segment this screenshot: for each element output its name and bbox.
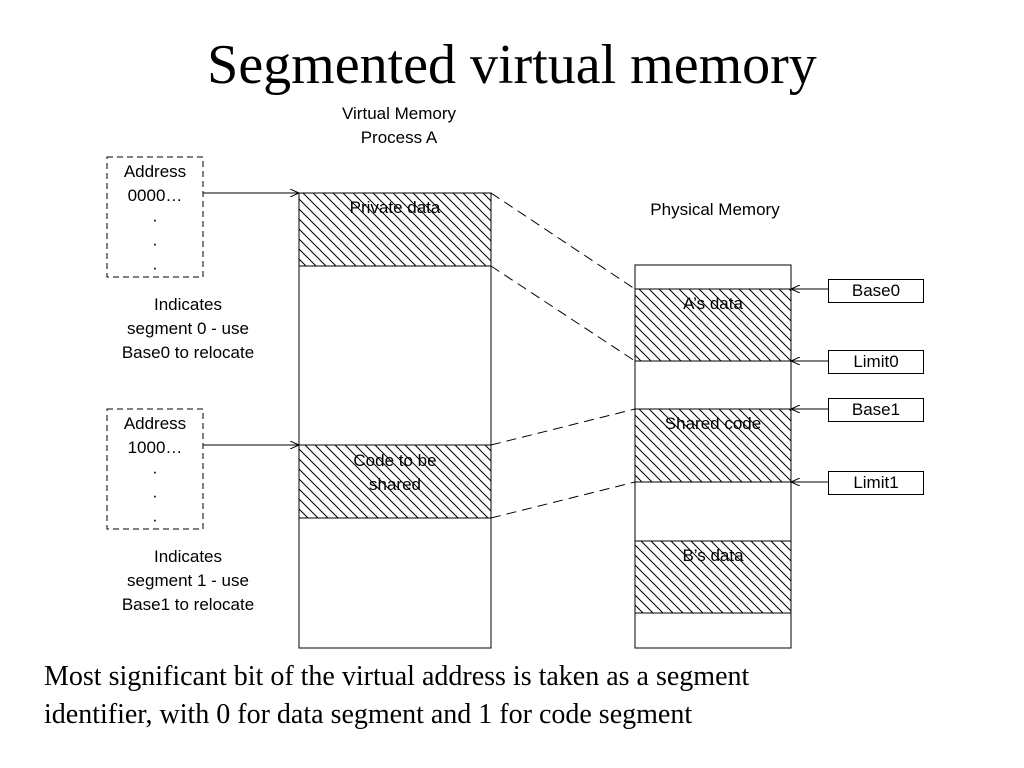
address-segment1-dot3: ·	[152, 510, 158, 529]
virtual-memory-heading-line2: Process A	[360, 128, 438, 147]
address-box-segment0	[106, 156, 204, 278]
caption-line1: Most significant bit of the virtual addr…	[44, 661, 750, 692]
address-box-segment1	[106, 408, 204, 530]
pm-a-data-label: A’s data	[683, 294, 743, 313]
pm-a-data-segment	[634, 288, 792, 362]
address-segment0-dot3: ·	[152, 258, 158, 277]
address-segment1-line2: 1000…	[127, 438, 183, 457]
address-segment0: Address 0000… · · ·	[107, 160, 203, 280]
address-segment1: Address 1000… · · ·	[107, 412, 203, 532]
address-segment1-dot2: ·	[152, 486, 158, 505]
segment0-note-line2: segment 0 - use	[127, 319, 249, 338]
caption: Most significant bit of the virtual addr…	[44, 658, 984, 734]
vm-shared-code-segment	[298, 444, 492, 519]
virtual-memory-column	[298, 192, 492, 649]
segment1-note-line2: segment 1 - use	[127, 571, 249, 590]
address-segment1-dot1: ·	[152, 462, 158, 481]
segment0-note: Indicates segment 0 - use Base0 to reloc…	[95, 293, 281, 365]
pm-b-data-label: B’s data	[682, 546, 744, 565]
vm-shared-code-label: Code to be shared	[299, 449, 491, 497]
segment1-note-line1: Indicates	[153, 547, 223, 566]
physical-memory-heading: Physical Memory	[650, 200, 780, 219]
base0-register: Base0	[828, 279, 924, 303]
pm-shared-code-label: Shared code	[664, 414, 762, 433]
segment0-note-line3: Base0 to relocate	[121, 343, 255, 362]
segment1-note-line3: Base1 to relocate	[121, 595, 255, 614]
address-segment0-line1: Address	[123, 162, 187, 181]
segment0-note-line1: Indicates	[153, 295, 223, 314]
base1-register: Base1	[828, 398, 924, 422]
pm-b-data-segment	[634, 540, 792, 614]
vm-private-data-label: Private data	[349, 198, 441, 217]
vm-shared-code-label-line2: shared	[369, 475, 421, 494]
pm-shared-code-segment	[634, 408, 792, 483]
address-segment0-dot1: ·	[152, 210, 158, 229]
vm-private-data-segment	[298, 192, 492, 267]
vm-shared-code-label-line1: Code to be	[353, 451, 437, 470]
limit1-register: Limit1	[828, 471, 924, 495]
virtual-memory-heading-line1: Virtual Memory	[342, 104, 456, 123]
segment1-note: Indicates segment 1 - use Base1 to reloc…	[95, 545, 281, 617]
caption-line2: identifier, with 0 for data segment and …	[44, 699, 693, 730]
address-segment0-dot2: ·	[152, 234, 158, 253]
page-title: Segmented virtual memory	[207, 34, 817, 96]
address-segment0-line2: 0000…	[127, 186, 183, 205]
address-segment1-line1: Address	[123, 414, 187, 433]
limit0-register: Limit0	[828, 350, 924, 374]
mapping-lines	[490, 192, 636, 519]
virtual-memory-heading: Virtual Memory Process A	[299, 102, 499, 150]
